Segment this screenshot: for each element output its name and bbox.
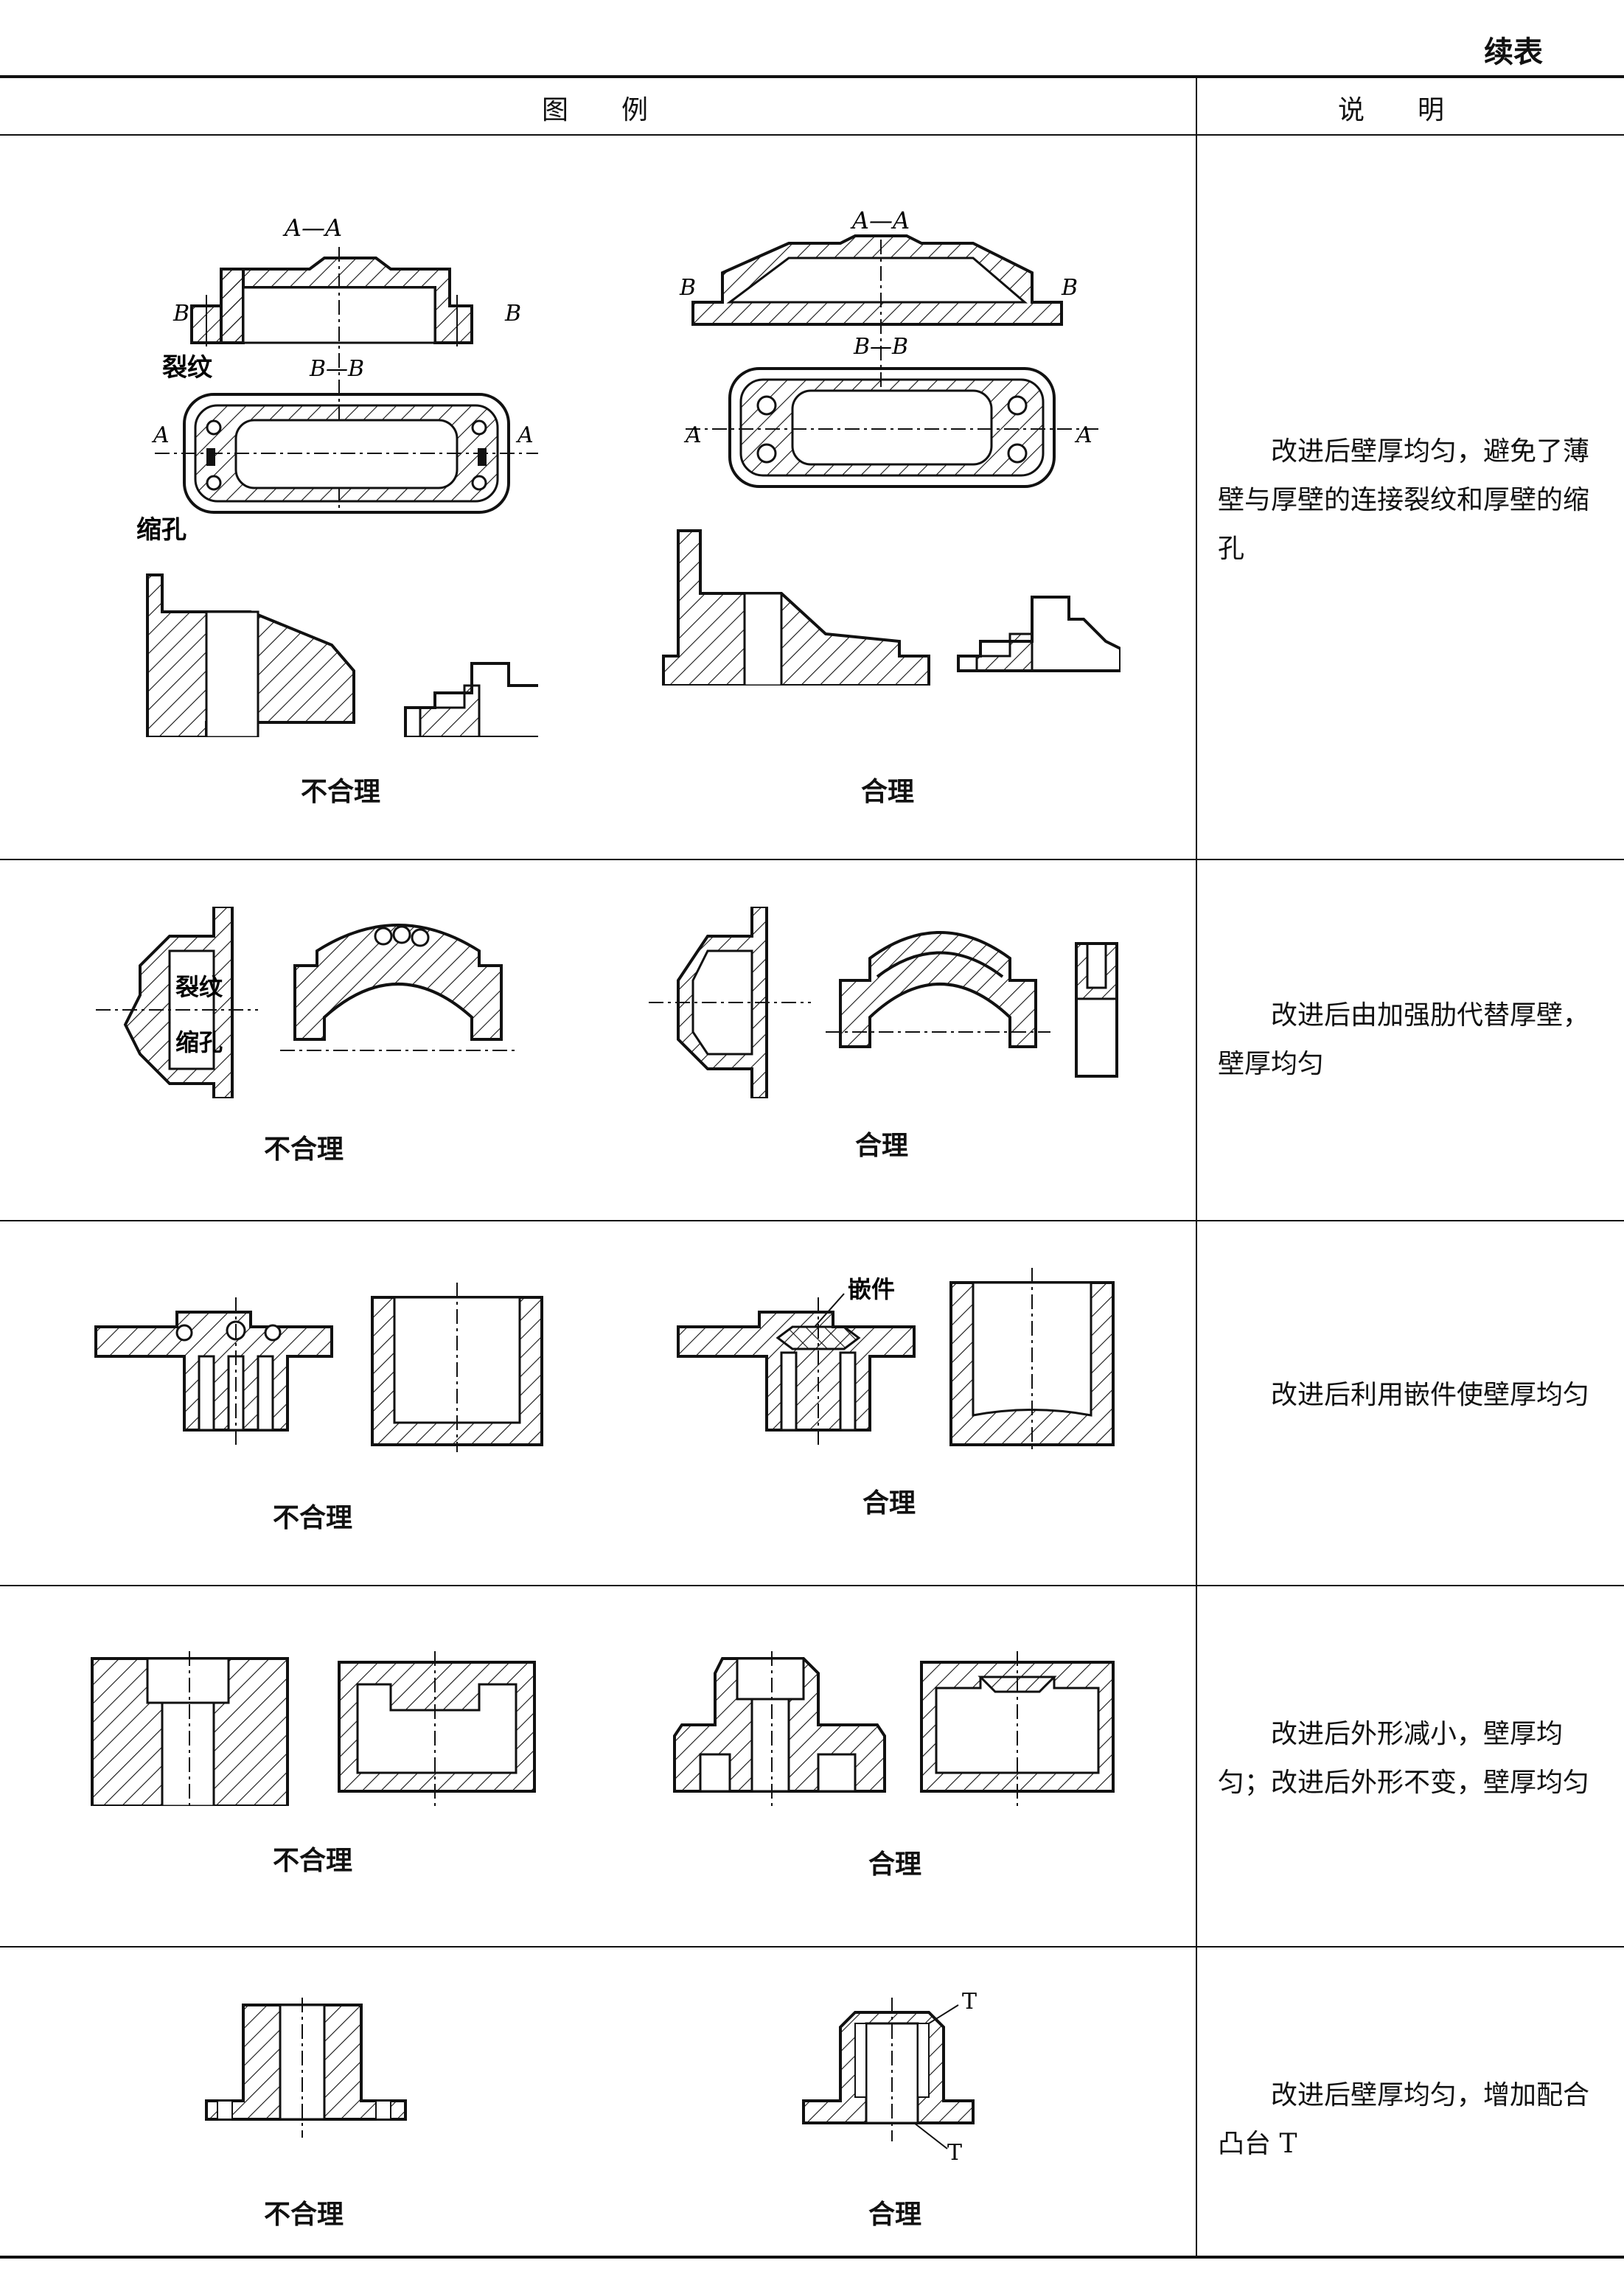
row3-good-label: 合理 (862, 1488, 916, 1518)
row1-bad-section-a: A—A (282, 214, 342, 242)
row1-bad-label: 不合理 (301, 777, 381, 807)
row1-bad-mark-b-left: B (172, 301, 189, 327)
row5-good-boss-label-bottom: T (947, 2140, 962, 2160)
row1-bad-section-b: B—B (309, 356, 364, 382)
row1-good-mark-b-right: B (1061, 275, 1078, 301)
table-bottom-rule (0, 2256, 1624, 2259)
row4-good-label: 合理 (868, 1849, 922, 1880)
row1-good-section-b: B—B (853, 334, 908, 360)
row3-bad-figure (88, 1283, 560, 1452)
row1-good-mark-a-left: A (683, 422, 702, 448)
row4-description: 改进后外形减小，壁厚均匀；改进后外形不变，壁厚均匀 (1218, 1719, 1590, 1798)
row5-bad-figure (199, 1998, 420, 2138)
row2-bad-label: 不合理 (264, 1134, 344, 1165)
row3-good-figure: 嵌件 (671, 1268, 1143, 1452)
row1-good-mark-a-right: A (1074, 422, 1092, 448)
row-divider-2 (0, 1220, 1624, 1221)
row2-good-label: 合理 (855, 1131, 909, 1161)
row1-good-mark-b-left: B (679, 275, 696, 301)
row3-description: 改进后利用嵌件使壁厚均匀 (1271, 1380, 1590, 1410)
row2-description: 改进后由加强肋代替厚壁，壁厚均匀 (1218, 1000, 1590, 1079)
row5-good-figure: T T (796, 1983, 988, 2160)
row3-good-insert-label: 嵌件 (848, 1275, 895, 1303)
row4-bad-figure (88, 1651, 546, 1806)
row-divider-1 (0, 859, 1624, 860)
row1-bad-crack-label: 裂纹 (162, 353, 213, 383)
table-top-rule (0, 75, 1624, 78)
header-description: 说 明 (1338, 95, 1445, 125)
row5-description: 改进后壁厚均匀，增加配合凸台 T (1218, 2080, 1590, 2159)
row1-bad-mark-a-left: A (151, 422, 170, 448)
row-divider-4 (0, 1946, 1624, 1948)
row1-bad-mark-a-right: A (515, 422, 534, 448)
row2-bad-crack-label: 裂纹 (175, 973, 223, 1001)
row1-bad-mark-b-right: B (504, 301, 521, 327)
continued-label: 续表 (1484, 35, 1543, 69)
row2-bad-shrink-label: 缩孔 (175, 1028, 223, 1056)
row2-bad-figure: 裂纹 缩孔 (96, 907, 523, 1098)
row-divider-3 (0, 1585, 1624, 1586)
header-figure: 图 例 (542, 95, 649, 125)
row5-good-boss-label-top: T (962, 1989, 977, 2015)
row1-bad-figure: A—A B B 裂纹 B—B A A 缩孔 (96, 199, 538, 737)
row1-good-section-a: A—A (850, 206, 910, 234)
row1-good-figure: A—A B B B—B A A (649, 199, 1121, 686)
row1-description: 改进后壁厚均匀，避免了薄壁与厚壁的连接裂纹和厚壁的缩孔 (1218, 436, 1590, 564)
row5-good-label: 合理 (868, 2200, 922, 2230)
row4-bad-label: 不合理 (273, 1846, 353, 1876)
row4-good-figure (671, 1651, 1143, 1813)
row5-bad-label: 不合理 (264, 2200, 344, 2230)
row1-good-label: 合理 (861, 777, 915, 807)
table-header-rule (0, 134, 1624, 136)
row2-good-figure (649, 907, 1121, 1098)
row1-bad-shrink-label: 缩孔 (136, 515, 187, 545)
column-divider (1196, 75, 1197, 2257)
row3-bad-label: 不合理 (273, 1503, 353, 1533)
